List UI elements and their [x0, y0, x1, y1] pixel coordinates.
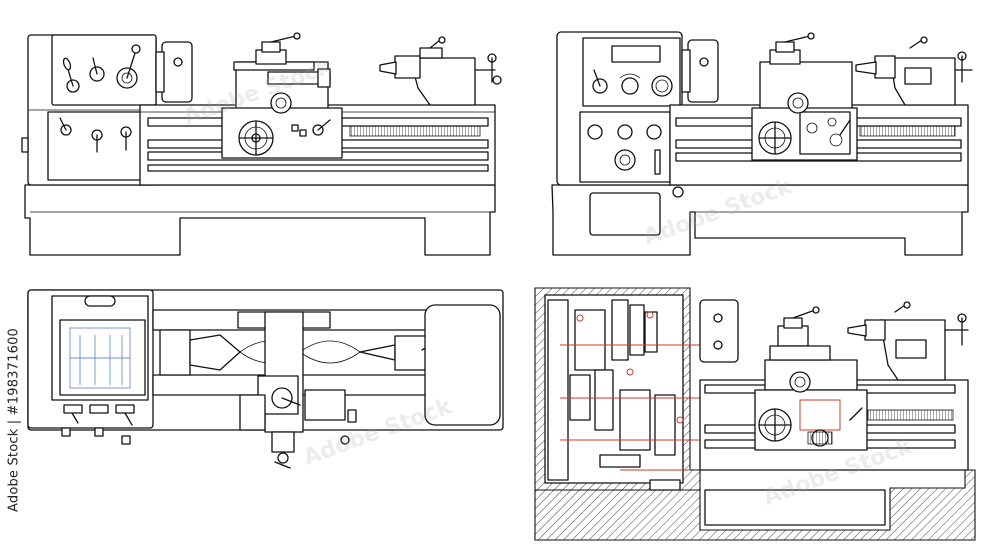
stock-id-label: Adobe Stock | #198371600 [6, 328, 22, 513]
lathe-top-view [27, 289, 504, 469]
lathe-front-view-variant [551, 31, 973, 256]
gearbox-internals [560, 299, 700, 491]
lathe-front-view [21, 32, 502, 256]
lathe-cutaway-view [534, 287, 976, 541]
headstock-levers [59, 44, 141, 153]
